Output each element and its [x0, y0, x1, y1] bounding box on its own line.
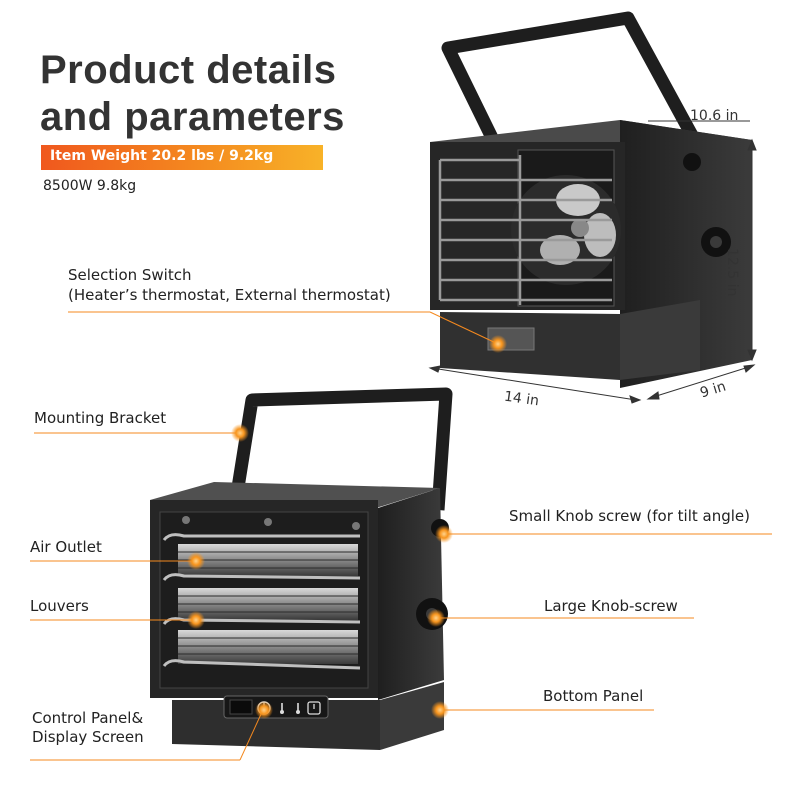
fan-blade: [584, 213, 616, 257]
mounting-bracket: [229, 387, 453, 511]
label-display-screen: Display Screen: [32, 728, 144, 746]
top-mounting-bracket: [441, 11, 706, 154]
top-large-knob-icon: [701, 227, 731, 257]
rear-grill: [438, 155, 612, 305]
label-small-knob-screw: Small Knob screw (for tilt angle): [509, 507, 750, 525]
top-heater-base-side: [620, 300, 700, 380]
callout-dot-louvers: [187, 611, 205, 629]
screw-icon: [264, 518, 272, 526]
label-control-panel: Control Panel&: [32, 709, 144, 727]
label-large-knob-screw: Large Knob-screw: [544, 597, 678, 615]
callout-dot-selection-switch: [489, 335, 507, 353]
callout-dot-air-outlet: [187, 552, 205, 570]
callout-dot-control-panel: [255, 701, 273, 719]
label-mounting-bracket: Mounting Bracket: [34, 409, 167, 427]
callout-dot-large-knob: [427, 609, 445, 627]
display-screen: [229, 699, 253, 715]
louvers: [162, 533, 361, 670]
fan-hub: [571, 219, 589, 237]
callout-lines: [30, 311, 772, 761]
callout-dots: [187, 335, 507, 719]
standby-icon[interactable]: [307, 701, 321, 715]
thermometer-icon[interactable]: [280, 703, 284, 714]
bottom-heater: [150, 387, 453, 750]
callout-dot-bottom-panel: [431, 701, 449, 719]
bottom-panel-side: [380, 682, 444, 750]
power-weight-text: 8500W 9.8kg: [43, 178, 137, 194]
thermometer-icon[interactable]: [296, 703, 300, 714]
item-weight-badge: [41, 145, 323, 170]
top-heater: [430, 11, 752, 388]
page-title-line2: and parameters: [40, 95, 345, 139]
item-weight-text: Item Weight 20.2 lbs / 9.2kg: [50, 148, 274, 164]
callout-dot-mounting-bracket: [231, 424, 249, 442]
callout-dot-small-knob: [435, 525, 453, 543]
screw-icon: [182, 516, 190, 524]
label-air-outlet: Air Outlet: [30, 538, 102, 556]
dimension-depth: 10.6 in: [690, 108, 739, 124]
screw-icon: [352, 522, 360, 530]
dimension-lines: [428, 120, 757, 404]
dimension-height: 12.5 in: [724, 248, 740, 297]
selection-switch-title: Selection Switch: [68, 266, 192, 284]
page-title-line1: Product details: [40, 48, 337, 92]
selection-switch-detail: (Heater’s thermostat, External thermosta…: [68, 286, 391, 304]
label-louvers: Louvers: [30, 597, 89, 615]
top-small-knob-icon: [683, 153, 701, 171]
label-bottom-panel: Bottom Panel: [543, 687, 644, 705]
fan-blade: [540, 235, 580, 265]
bottom-heater-side-face: [378, 488, 444, 700]
